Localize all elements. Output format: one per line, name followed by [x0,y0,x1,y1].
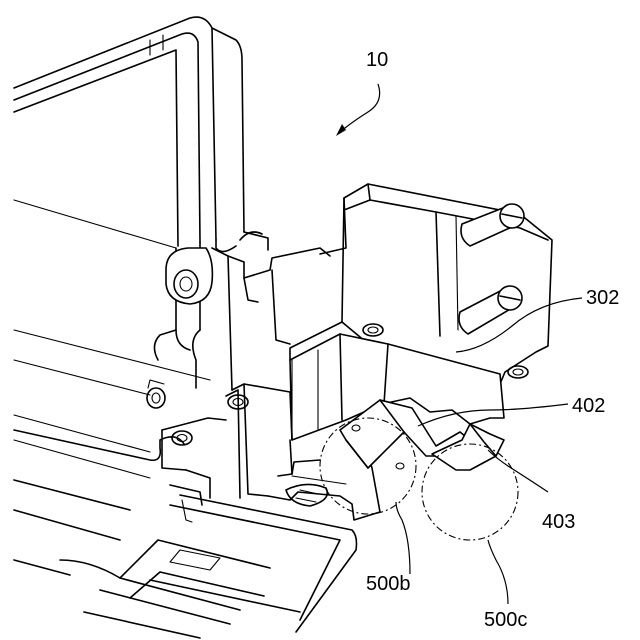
base-plate [60,470,357,638]
label-500b: 500b [366,573,411,595]
label-500c: 500c [484,609,527,631]
label-403: 403 [542,511,575,533]
mounting-boss [166,248,212,304]
label-402: 402 [572,395,605,417]
frame-body [14,17,330,575]
label-302: 302 [586,287,619,309]
label-10: 10 [366,49,388,71]
small-screw [147,380,165,408]
